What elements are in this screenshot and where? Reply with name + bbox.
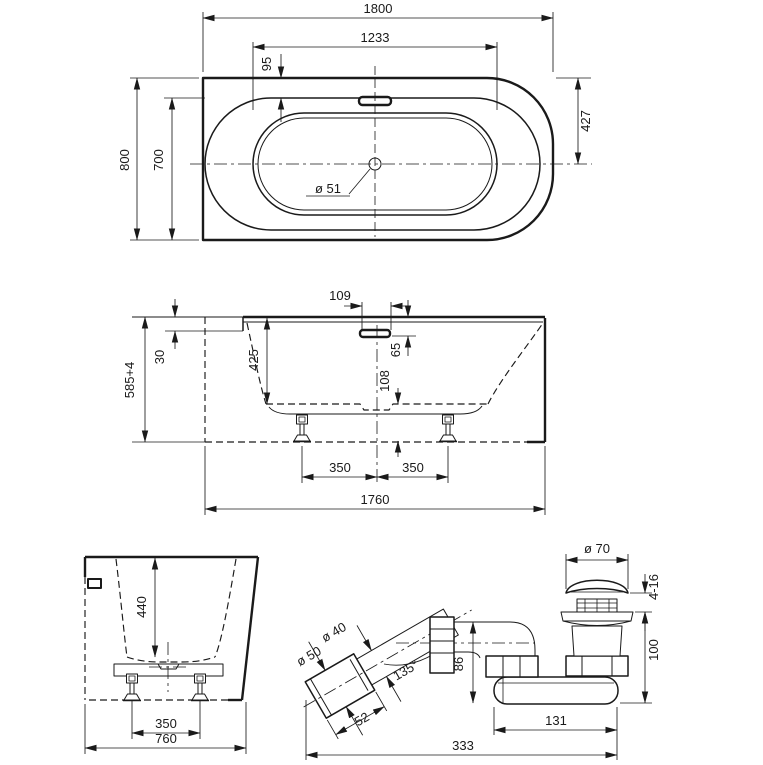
plan-drain-hole xyxy=(368,157,382,171)
front-basin-wall-left xyxy=(246,322,267,405)
dim-waste-adjust-range: 4-16 xyxy=(646,574,661,600)
waste-drain-nut xyxy=(565,655,629,677)
dim-waste-inlet-height: 86 xyxy=(451,657,466,671)
dim-side-overall-width: 760 xyxy=(155,731,177,746)
side-view: 440 350 760 xyxy=(83,555,260,754)
dim-waste-socket-length: 52 xyxy=(352,709,372,729)
side-overflow-slot xyxy=(87,578,102,589)
side-basin-wall-right xyxy=(214,558,237,658)
waste-drain-body xyxy=(571,625,623,657)
adjustable-foot xyxy=(190,673,210,702)
dim-waste-drain-height: 100 xyxy=(646,639,661,661)
waste-detail: ø 40 ø 50 52 135° 86 xyxy=(294,541,661,760)
dim-plan-rim-inset: 95 xyxy=(259,57,274,71)
plan-rim-contour xyxy=(204,97,541,231)
dim-front-base-gap: 108 xyxy=(377,370,392,392)
dim-waste-overall-length: 333 xyxy=(452,738,474,753)
side-right-edge xyxy=(240,556,260,701)
dim-front-foot-span: 1760 xyxy=(361,492,390,507)
dim-plan-rim-width: 700 xyxy=(151,149,166,171)
dim-plan-center-offset: 427 xyxy=(578,110,593,132)
front-basin-floor xyxy=(266,403,488,411)
waste-union-nut xyxy=(429,616,455,674)
plan-basin-outer xyxy=(252,112,498,216)
waste-trap-nut xyxy=(485,655,539,678)
front-basin-wall-right xyxy=(487,322,544,405)
dim-plan-overall-length: 1800 xyxy=(364,1,393,16)
dim-front-overall-height: 585+4 xyxy=(122,362,137,399)
front-shell-bottom xyxy=(268,405,483,415)
dim-side-inner-depth: 440 xyxy=(134,596,149,618)
dim-waste-socket-diameter: ø 50 xyxy=(294,643,324,669)
dim-front-inner-depth: 425 xyxy=(246,349,261,371)
dim-front-overflow-depth: 65 xyxy=(388,343,403,357)
front-overflow-slot xyxy=(358,328,392,339)
side-basin-floor xyxy=(126,656,216,663)
waste-flange xyxy=(560,611,634,622)
side-basin-wall-left xyxy=(115,558,128,658)
plan-outer-contour xyxy=(201,76,555,242)
dim-plan-overall-width: 800 xyxy=(117,149,132,171)
dim-front-overflow-width: 109 xyxy=(329,288,351,303)
waste-cap xyxy=(565,579,629,594)
waste-elbow xyxy=(454,621,536,657)
dim-front-rim-drop: 30 xyxy=(152,350,167,364)
plan-view: ø 51 1800 1233 95 800 700 427 xyxy=(117,1,593,242)
plan-basin-inner xyxy=(257,117,493,211)
side-support-board xyxy=(113,663,224,677)
adjustable-foot xyxy=(438,414,458,443)
dim-plan-drain-diameter: ø 51 xyxy=(315,181,341,196)
dim-waste-pipe-diameter: ø 40 xyxy=(319,619,349,645)
dim-front-foot-left: 350 xyxy=(329,460,351,475)
dim-front-foot-right: 350 xyxy=(402,460,424,475)
dim-plan-basin-length: 1233 xyxy=(361,30,390,45)
dim-side-foot-span: 350 xyxy=(155,716,177,731)
front-view: 109 65 108 425 30 585+4 350 350 1760 xyxy=(122,288,547,515)
dim-waste-cap-diameter: ø 70 xyxy=(584,541,610,556)
adjustable-foot xyxy=(122,673,142,702)
dim-waste-trap-length: 131 xyxy=(545,713,567,728)
adjustable-foot xyxy=(292,414,312,443)
waste-trap-body xyxy=(493,676,619,705)
